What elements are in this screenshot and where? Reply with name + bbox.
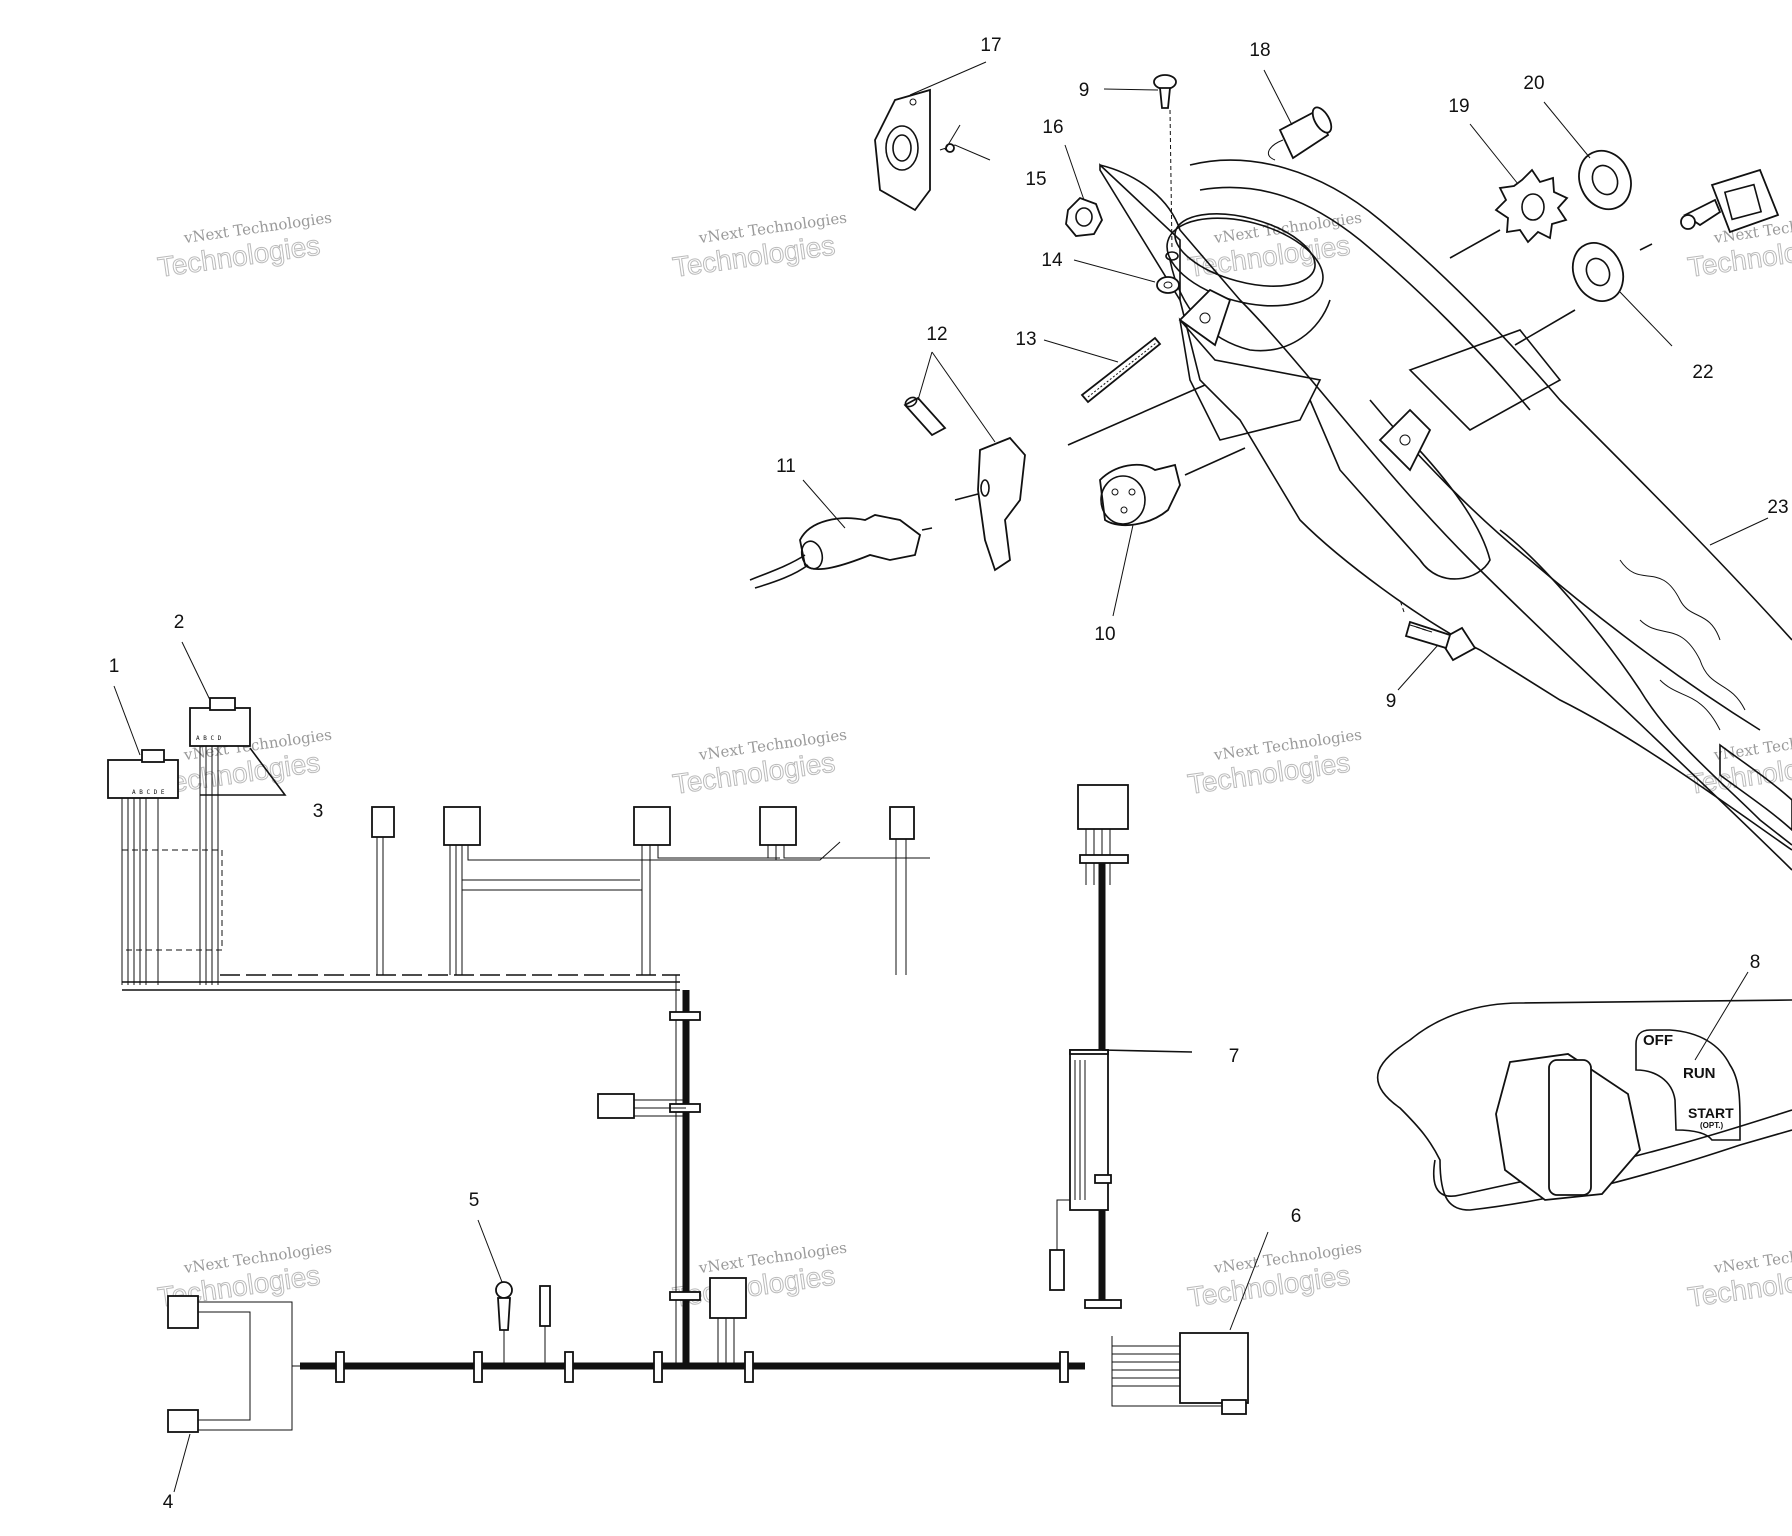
callout-18: 18 — [1249, 40, 1270, 61]
watermark: vNext Technologies Technologies — [155, 209, 333, 284]
grommet-22 — [1514, 242, 1653, 346]
watermark: vNext Technologies Technologies — [1185, 1239, 1363, 1314]
pin-12 — [903, 396, 947, 437]
svg-text:A B C D: A B C D — [196, 735, 222, 742]
ignition-switch-10 — [1099, 447, 1246, 527]
connector-6 — [1111, 1332, 1249, 1415]
callout-3: 3 — [313, 801, 324, 822]
connector-top-c — [633, 806, 780, 975]
watermark: vNext Technologies Technologies — [670, 209, 848, 284]
bolt-9-lower — [1399, 599, 1477, 662]
svg-text:START: START — [1688, 1105, 1734, 1121]
callout-10: 10 — [1094, 624, 1115, 645]
connector-1: A B C D E — [107, 749, 179, 799]
key — [1680, 168, 1780, 234]
svg-text:RUN: RUN — [1683, 1065, 1716, 1082]
connector-top-b — [443, 806, 841, 975]
callout-9: 9 — [1079, 80, 1090, 101]
callout-22: 22 — [1692, 362, 1713, 383]
nut-16 — [1065, 196, 1103, 237]
callout-20: 20 — [1523, 73, 1544, 94]
connector-top-d — [759, 806, 930, 860]
callout-9: 9 — [1386, 691, 1397, 712]
svg-text:(OPT.): (OPT.) — [1700, 1121, 1723, 1130]
callout-14: 14 — [1041, 250, 1063, 271]
watermark: vNext Technologies Technologies — [1185, 726, 1363, 801]
leader-lines — [113, 61, 1769, 1493]
switch-position-inset: OFF RUN START (OPT.) — [1376, 999, 1792, 1211]
callout-13: 13 — [1015, 329, 1036, 350]
connector-trunk-bottom — [709, 1277, 747, 1366]
switch-11 — [749, 514, 933, 589]
callout-2: 2 — [174, 612, 185, 633]
lever-12 — [954, 436, 1026, 572]
connector-2: A B C D — [189, 697, 251, 747]
watermark: vNext Technologies Technologies — [670, 1239, 848, 1314]
connector-right-side — [1049, 1199, 1070, 1291]
callout-7: 7 — [1229, 1046, 1240, 1067]
ring-terminal-5 — [495, 1281, 551, 1366]
washer-14 — [1156, 276, 1180, 294]
strip-13 — [1080, 336, 1162, 404]
connector-4 — [167, 1295, 300, 1433]
svg-text:OFF: OFF — [1643, 1032, 1673, 1049]
screw-9-top — [1153, 74, 1179, 261]
callout-16: 16 — [1042, 117, 1063, 138]
gear-19 — [1449, 168, 1569, 259]
callout-11: 11 — [776, 456, 796, 477]
connector-top-a — [371, 806, 395, 975]
callout-12: 12 — [926, 324, 947, 345]
connector-top-e — [889, 806, 915, 975]
socket-18 — [1267, 106, 1333, 161]
callout-15: 15 — [1025, 169, 1046, 190]
svg-text:A B C D E: A B C D E — [132, 789, 165, 796]
callout-17: 17 — [980, 35, 1001, 56]
callout-23: 23 — [1767, 497, 1788, 518]
connector-side — [597, 1093, 686, 1119]
callout-19: 19 — [1448, 96, 1469, 117]
wiring-harness: A B C D E A B C D — [107, 697, 1249, 1433]
callout-4: 4 — [163, 1492, 174, 1513]
callout-6: 6 — [1291, 1206, 1302, 1227]
callout-1: 1 — [109, 656, 120, 677]
grommet-20 — [1578, 149, 1632, 211]
handlebar-console-assembly — [1099, 159, 1792, 871]
watermark: vNext Technologies Technologies — [1685, 1239, 1792, 1314]
callout-5: 5 — [469, 1190, 480, 1211]
callout-8: 8 — [1750, 952, 1761, 973]
bracket-17 — [874, 88, 991, 212]
watermark: vNext Technologies Technologies — [670, 726, 848, 801]
